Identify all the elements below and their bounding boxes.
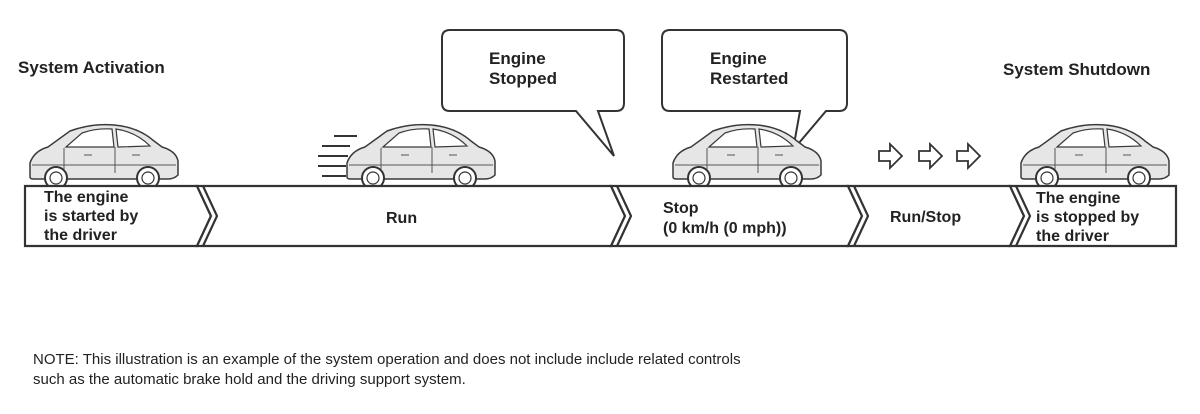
right-arrow-icon xyxy=(956,143,981,169)
right-arrow-icon xyxy=(878,143,903,169)
engine-stopped-callout: Engine Stopped xyxy=(441,29,625,157)
stage-start-label: The engine is started by the driver xyxy=(44,189,143,244)
stage-runstop-label: Run/Stop xyxy=(890,209,961,226)
svg-text:Engine Stopped: Engine Stopped xyxy=(489,49,557,88)
callout-line: Engine xyxy=(489,49,546,68)
note-text: NOTE: This illustration is an example of… xyxy=(33,351,745,388)
stage-stop xyxy=(609,184,864,248)
engine-restarted-callout: Engine Restarted xyxy=(661,29,848,154)
system-activation-heading: System Activation xyxy=(18,58,165,77)
stage-stop-label: Stop (0 km/h (0 mph)) xyxy=(663,200,787,237)
callout-line: Stopped xyxy=(489,69,557,88)
moving-car-icon xyxy=(318,123,496,190)
right-arrow-icon xyxy=(918,143,943,169)
car-icon xyxy=(1020,123,1170,190)
stage-end xyxy=(1008,184,1178,248)
timeline-bar xyxy=(23,184,1178,248)
system-shutdown-heading: System Shutdown xyxy=(1003,60,1150,79)
stage-run-label: Run xyxy=(386,210,417,227)
car-icon xyxy=(29,123,179,190)
stage-end-label: The engine is stopped by the driver xyxy=(1036,190,1144,245)
svg-text:Engine Restarted: Engine Restarted xyxy=(710,49,788,88)
callout-line: Restarted xyxy=(710,69,788,88)
callout-line: Engine xyxy=(710,49,767,68)
